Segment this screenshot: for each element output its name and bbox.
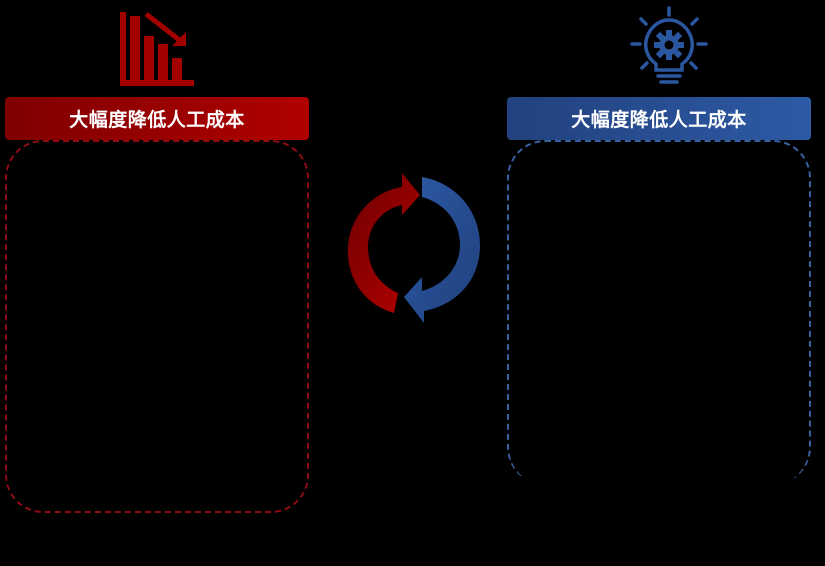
cycle-arrows-icon	[330, 165, 498, 325]
lightbulb-gear-icon	[630, 6, 708, 86]
left-panel-title: 大幅度降低人工成本	[5, 97, 309, 140]
left-panel-box	[5, 140, 309, 513]
right-panel-title: 大幅度降低人工成本	[507, 97, 811, 140]
bottom-right-fade	[500, 478, 825, 566]
right-panel-box	[507, 140, 811, 485]
bar-chart-down-icon	[120, 12, 194, 86]
